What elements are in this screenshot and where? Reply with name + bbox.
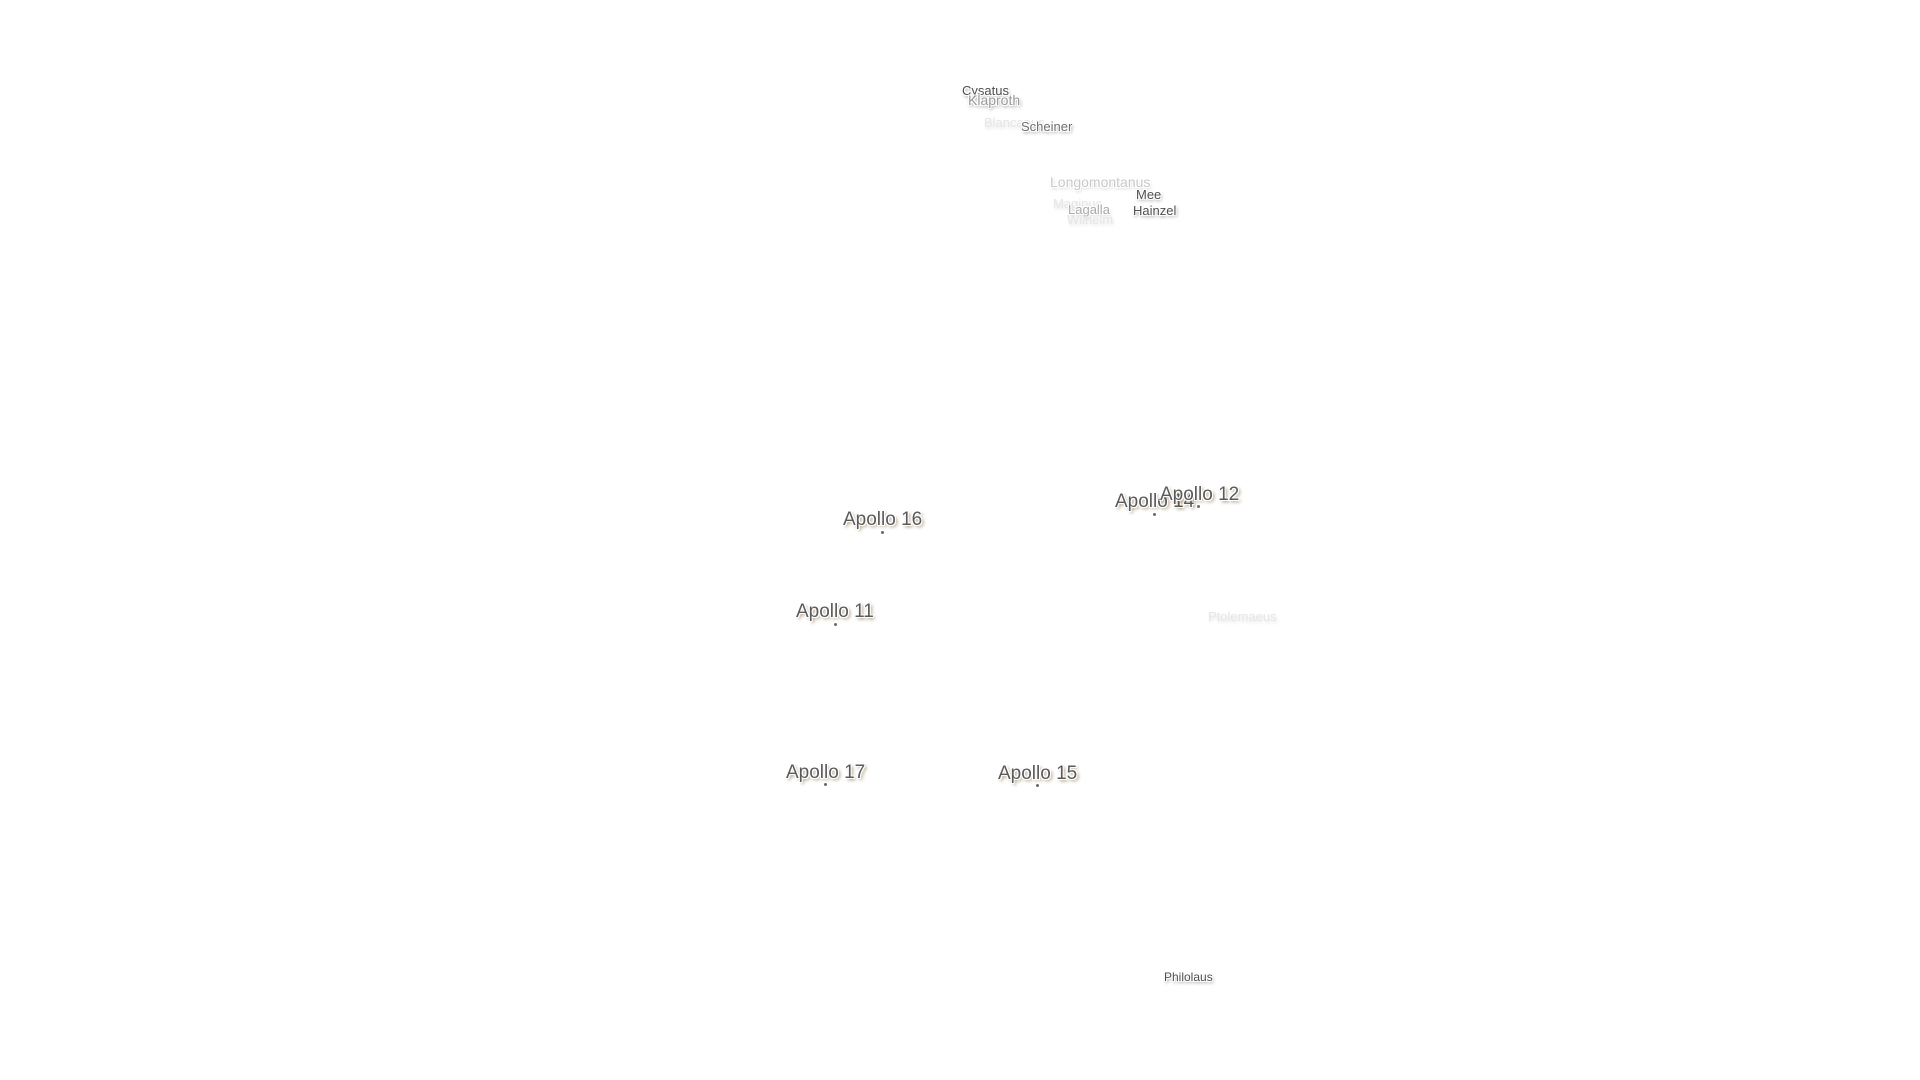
crater-label-maginus[interactable]: Maginus	[1053, 196, 1103, 211]
landing-site-marker-apollo-17[interactable]	[824, 783, 827, 786]
crater-label-mee[interactable]: Mee	[1136, 187, 1162, 202]
crater-label-hainzel[interactable]: Hainzel	[1133, 203, 1177, 218]
crater-label-wilhelm[interactable]: Wilhelm	[1067, 212, 1114, 227]
crater-label-scheiner[interactable]: Scheiner	[1021, 119, 1073, 134]
landing-site-marker-apollo-15[interactable]	[1036, 784, 1039, 787]
landing-site-label-apollo-12[interactable]: Apollo 12	[1160, 484, 1240, 505]
crater-label-longomontanus[interactable]: Longomontanus	[1050, 174, 1151, 190]
landing-site-label-apollo-11[interactable]: Apollo 11	[796, 601, 874, 622]
landing-site-marker-apollo-14[interactable]	[1153, 513, 1156, 516]
crater-label-cysatus[interactable]: Cysatus	[962, 83, 1009, 98]
landing-site-label-apollo-16[interactable]: Apollo 16	[843, 509, 923, 530]
crater-label-klaproth[interactable]: Klaproth	[968, 92, 1021, 108]
crater-label-lagalla[interactable]: Lagalla	[1068, 202, 1110, 217]
crater-label-philolaus[interactable]: Philolaus	[1164, 970, 1213, 984]
crater-label-blancanus[interactable]: Blancanus	[984, 115, 1045, 130]
landing-site-label-apollo-17[interactable]: Apollo 17	[786, 762, 866, 783]
crater-label-ptolemaeus[interactable]: Ptolemaeus	[1208, 609, 1277, 624]
landing-site-label-apollo-15[interactable]: Apollo 15	[998, 763, 1078, 784]
landing-site-label-apollo-14[interactable]: Apollo 14	[1115, 491, 1195, 512]
landing-site-marker-apollo-11[interactable]	[834, 623, 837, 626]
landing-site-marker-apollo-12[interactable]	[1197, 505, 1200, 508]
landing-site-marker-apollo-16[interactable]	[881, 531, 884, 534]
